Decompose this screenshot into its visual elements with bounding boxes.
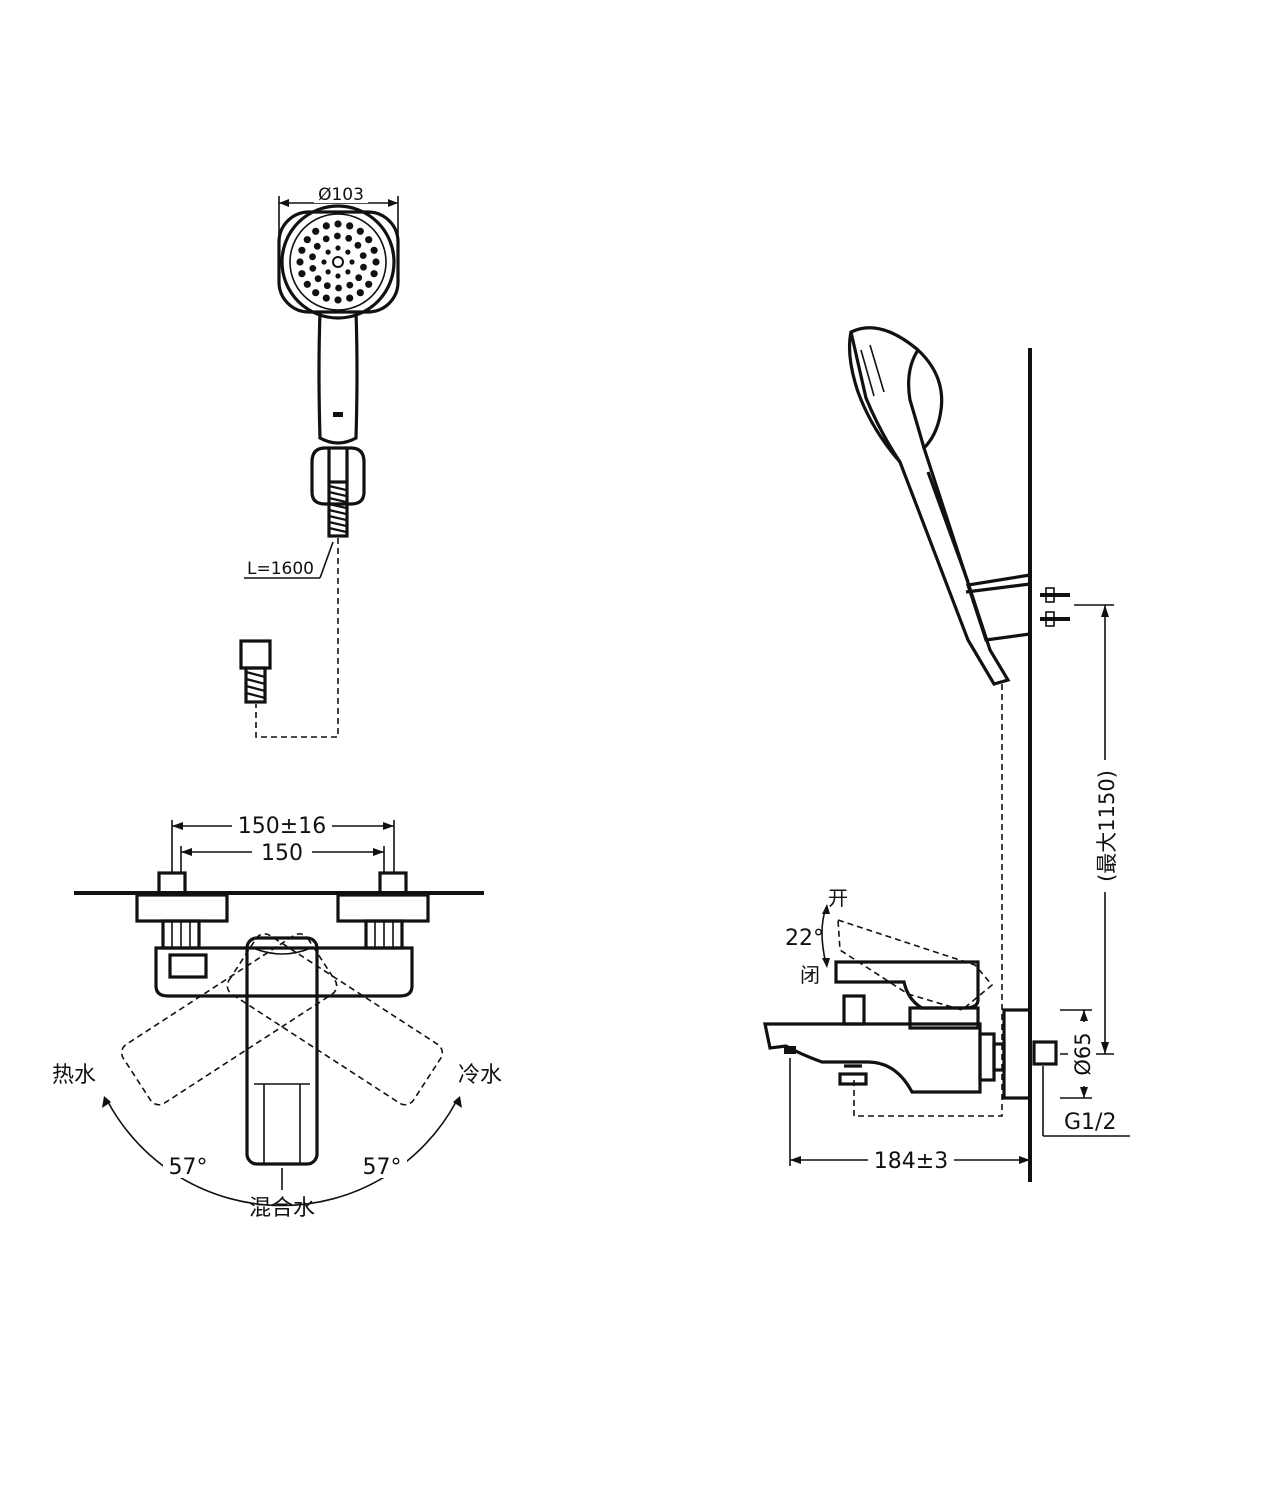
nozzle bbox=[325, 249, 331, 255]
nozzle bbox=[360, 263, 367, 271]
nozzle bbox=[372, 258, 380, 266]
closed-label: 闭 bbox=[800, 963, 820, 987]
nozzle bbox=[309, 253, 316, 261]
side-view: (最大1150) 开 22° 闭 Ø65 bbox=[763, 326, 1130, 1182]
nozzle bbox=[345, 269, 351, 275]
nozzle bbox=[312, 227, 320, 235]
mixed-water-label: 混合水 bbox=[249, 1196, 315, 1221]
nozzle bbox=[335, 245, 341, 251]
hand-shower-front-view: Ø103 L=1600 bbox=[239, 185, 400, 738]
rib bbox=[328, 496, 348, 504]
nozzle bbox=[359, 252, 367, 259]
nozzle bbox=[322, 222, 330, 230]
cold-water-label: 冷水 bbox=[458, 1063, 502, 1088]
nozzle bbox=[334, 296, 342, 304]
rib bbox=[328, 508, 348, 516]
rib bbox=[328, 484, 348, 492]
rib bbox=[328, 526, 348, 534]
nozzle bbox=[303, 236, 311, 244]
nozzle bbox=[349, 259, 355, 265]
mixer-front-view: 150±16 150 bbox=[52, 812, 502, 1221]
nozzle bbox=[309, 265, 317, 272]
nozzle bbox=[345, 234, 353, 242]
thread-label: G1/2 bbox=[1064, 1110, 1116, 1135]
nozzle bbox=[345, 249, 351, 255]
rib bbox=[245, 677, 266, 685]
nozzle bbox=[354, 241, 362, 249]
nozzle bbox=[325, 269, 331, 275]
nozzle bbox=[334, 220, 342, 228]
nozzle bbox=[335, 284, 342, 292]
nozzle bbox=[335, 273, 341, 279]
open-label: 开 bbox=[828, 886, 848, 910]
nozzle bbox=[346, 222, 354, 230]
rib bbox=[245, 691, 266, 699]
nozzle bbox=[355, 274, 363, 282]
outer-spacing-label: 150±16 bbox=[238, 814, 326, 839]
angle-right-label: 57° bbox=[363, 1155, 402, 1180]
nozzle bbox=[323, 282, 331, 290]
nozzle bbox=[314, 275, 322, 283]
nozzle bbox=[322, 294, 330, 302]
flange-diameter-label: Ø65 bbox=[1071, 1032, 1095, 1075]
rib bbox=[245, 670, 266, 678]
spout-length-label: 184±3 bbox=[874, 1149, 948, 1174]
nozzle bbox=[370, 270, 378, 278]
rib bbox=[328, 490, 348, 498]
inner-spacing-label: 150 bbox=[261, 841, 303, 866]
nozzle bbox=[346, 281, 354, 289]
nozzle-center bbox=[332, 256, 344, 268]
rib bbox=[328, 520, 348, 528]
nozzle bbox=[298, 270, 306, 278]
nozzle bbox=[322, 235, 330, 243]
nozzle bbox=[365, 280, 373, 288]
nozzle bbox=[356, 289, 364, 297]
max-height-label: (最大1150) bbox=[1095, 770, 1119, 882]
nozzle bbox=[296, 258, 304, 266]
nozzle bbox=[356, 227, 364, 235]
nozzle bbox=[312, 289, 320, 297]
hot-water-label: 热水 bbox=[52, 1063, 96, 1088]
nozzle bbox=[303, 280, 311, 288]
rib bbox=[328, 502, 348, 510]
nozzle bbox=[321, 259, 327, 265]
nozzle bbox=[346, 294, 354, 302]
nozzle bbox=[298, 246, 306, 254]
spray-nozzles bbox=[296, 220, 380, 304]
head-diameter-label: Ø103 bbox=[318, 185, 364, 205]
rib bbox=[328, 514, 348, 522]
nozzle bbox=[365, 236, 373, 244]
handle-angle-label: 22° bbox=[785, 926, 824, 951]
nozzle bbox=[313, 242, 321, 250]
angle-left-label: 57° bbox=[169, 1155, 208, 1180]
rib bbox=[245, 684, 266, 692]
nozzle bbox=[334, 232, 341, 240]
nozzle bbox=[370, 246, 378, 254]
hose-length-label: L=1600 bbox=[247, 559, 314, 579]
